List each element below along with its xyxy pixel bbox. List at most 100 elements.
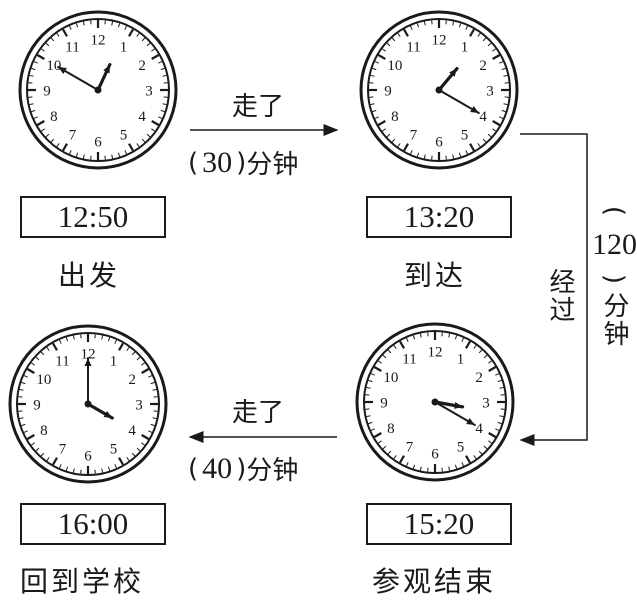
minute-tick	[40, 351, 45, 356]
dial-number: 8	[387, 421, 395, 437]
minute-tick	[124, 150, 127, 155]
hour-tick	[26, 434, 35, 440]
minute-tick	[382, 445, 387, 450]
minute-tick	[477, 33, 481, 37]
minute-tick	[150, 381, 155, 385]
bottom-minutes: 40	[202, 451, 233, 485]
hand-tip	[454, 402, 463, 409]
minute-tick	[461, 337, 464, 342]
hour-tick	[52, 342, 58, 351]
dial-number: 8	[50, 109, 58, 125]
hour-tick	[373, 432, 382, 438]
minute-tick	[50, 37, 55, 42]
top-minutes: 30	[202, 145, 233, 179]
hour-tick	[118, 457, 124, 466]
top-verb: 走了	[232, 92, 285, 122]
minute-tick	[31, 362, 35, 366]
minute-tick	[483, 445, 488, 450]
minute-tick	[59, 464, 62, 469]
minute-tick	[454, 335, 458, 340]
hour-tick	[377, 120, 386, 126]
minute-tick	[141, 138, 146, 143]
minute-tick	[117, 23, 121, 28]
minute-tick	[40, 452, 45, 457]
dial-number: 10	[383, 370, 398, 386]
minute-tick	[368, 421, 373, 425]
hour-tick	[151, 120, 160, 126]
minute-tick	[473, 455, 477, 459]
hand-tip	[466, 417, 475, 425]
minute-tick	[488, 360, 492, 364]
dial-number: 3	[486, 84, 494, 100]
minute-tick	[478, 349, 483, 354]
hour-tick	[469, 28, 475, 37]
minute-tick	[136, 143, 140, 147]
minute-tick	[391, 138, 396, 143]
hour-tick	[469, 143, 475, 152]
minute-tick	[393, 455, 397, 459]
hour-tick	[26, 368, 35, 374]
minute-tick	[397, 33, 401, 37]
minute-tick	[141, 362, 145, 366]
dial-number: 10	[36, 372, 51, 388]
minute-tick	[410, 150, 413, 155]
hour-tick	[377, 54, 386, 60]
hour-tick	[141, 368, 150, 374]
dial-number: 9	[380, 396, 388, 412]
minute-tick	[148, 375, 153, 378]
minute-tick	[158, 116, 163, 119]
minute-tick	[75, 23, 79, 28]
minute-tick	[483, 354, 488, 359]
minute-tick	[412, 335, 416, 340]
dial-number: 6	[431, 447, 439, 463]
minute-tick	[387, 349, 392, 354]
dial-number: 12	[428, 345, 443, 361]
dial-number: 8	[40, 423, 48, 439]
dial-number: 2	[128, 372, 136, 388]
time-label-depart: 12:50	[57, 199, 129, 234]
minute-tick	[56, 33, 60, 37]
hour-tick	[488, 432, 497, 438]
minute-tick	[124, 25, 127, 30]
right-paren-open: (	[599, 205, 630, 217]
minute-tick	[488, 440, 492, 444]
time-box-depart: 12:50	[20, 196, 166, 238]
dial-number: 2	[479, 58, 487, 74]
minute-tick	[72, 468, 75, 473]
bottom-duration: ( 40 ) 分钟	[188, 450, 298, 487]
minute-tick	[19, 417, 24, 420]
dial-number: 6	[435, 135, 443, 151]
minute-tick	[141, 442, 145, 446]
minute-tick	[386, 133, 391, 138]
minute-tick	[412, 464, 416, 469]
minute-tick	[146, 42, 151, 47]
dial-number: 9	[33, 398, 41, 414]
minute-tick	[391, 37, 396, 42]
hour-tick	[36, 120, 45, 126]
minute-tick	[499, 386, 504, 389]
minute-tick	[151, 128, 155, 132]
minute-tick	[482, 138, 487, 143]
minute-tick	[35, 447, 40, 452]
minute-tick	[111, 21, 114, 26]
minute-tick	[372, 67, 377, 71]
minute-tick	[452, 154, 455, 159]
minute-tick	[387, 450, 392, 455]
minute-tick	[416, 23, 420, 28]
dial-number: 6	[94, 135, 102, 151]
hour-tick	[62, 28, 68, 37]
minute-tick	[136, 33, 140, 37]
minute-tick	[59, 339, 62, 344]
minute-tick	[150, 423, 155, 427]
minute-tick	[366, 386, 371, 389]
dial-number: 6	[84, 449, 92, 465]
minute-tick	[368, 379, 373, 383]
minute-tick	[45, 42, 50, 47]
dial-number: 5	[110, 442, 118, 458]
hour-tick	[128, 143, 134, 152]
minute-tick	[386, 42, 391, 47]
minute-tick	[423, 154, 426, 159]
top-paren-open: (	[188, 147, 199, 178]
